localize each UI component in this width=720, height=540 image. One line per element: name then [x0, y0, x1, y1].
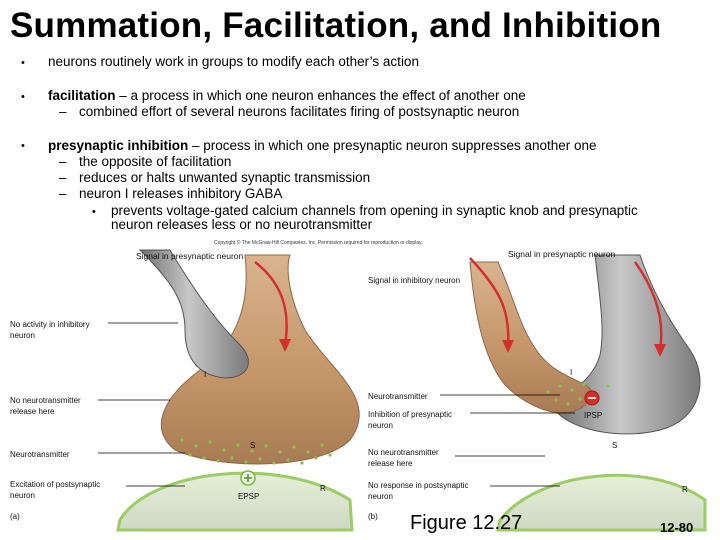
- bullet-3-text: presynaptic inhibition – process in whic…: [48, 138, 597, 154]
- bullet-2-rest: – a process in which one neuron enhances…: [115, 88, 526, 103]
- label-no-response-line-2: neuron: [368, 492, 393, 501]
- bullet-3-term: presynaptic inhibition: [48, 138, 189, 153]
- marker-i-right: I: [570, 368, 573, 377]
- label-epsp: EPSP: [238, 492, 260, 501]
- label-signal-presynaptic-left: Signal in presynaptic neuron: [136, 251, 244, 261]
- bullet-marker: •: [21, 140, 25, 152]
- bullet-3-subsub-1-line-1: prevents voltage-gated calcium channels …: [111, 203, 638, 218]
- label-no-activity-line-2: neuron: [10, 331, 35, 340]
- dash-marker: –: [59, 170, 67, 185]
- label-no-activity-line-1: No activity in inhibitory: [10, 320, 90, 329]
- signal-arrow-presynaptic: [469, 257, 510, 346]
- label-no-nt-release-left-2: release here: [10, 407, 55, 416]
- bullet-marker: •: [21, 57, 25, 69]
- dash-marker: –: [59, 104, 67, 119]
- bullet-2-sub-1: combined effort of several neurons facil…: [79, 104, 520, 119]
- page-number: 12-80: [660, 520, 694, 535]
- bullet-3-rest: – process in which one presynaptic neuro…: [188, 138, 597, 153]
- bullet-marker: •: [92, 206, 96, 218]
- marker-r-right: R: [682, 485, 688, 494]
- panel-label-b: (b): [368, 512, 378, 521]
- postsynaptic-membrane-right: [496, 473, 707, 532]
- label-inhibition-line-1: Inhibition of presynaptic: [368, 410, 453, 419]
- label-no-nt-release-left-1: No neurotransmitter: [10, 396, 81, 405]
- label-excitation-line-1: Excitation of postsynaptic: [10, 480, 101, 489]
- label-ipsp: IPSP: [584, 411, 603, 420]
- signal-arrow-inhibitory: [633, 261, 663, 351]
- label-inhibition-line-2: neuron: [368, 421, 393, 430]
- panel-label-a: (a): [10, 512, 20, 521]
- inhibitory-neuron: [138, 249, 249, 379]
- copyright-notice: Copyright © The McGraw-Hill Companies, I…: [214, 240, 423, 246]
- bullet-2-term: facilitation: [48, 88, 116, 103]
- page-title: Summation, Facilitation, and Inhibition: [10, 6, 662, 45]
- bullet-3-sub-1: the opposite of facilitation: [79, 154, 232, 169]
- label-no-response-line-1: No response in postsynaptic: [368, 481, 469, 490]
- label-excitation-line-2: neuron: [10, 491, 35, 500]
- inhibitory-neuron-right: [554, 254, 701, 435]
- dash-marker: –: [59, 154, 67, 169]
- postsynaptic-membrane: [116, 471, 354, 532]
- bullet-marker: •: [21, 91, 25, 103]
- label-no-nt-release-right-1: No neurotransmitter: [368, 448, 439, 457]
- marker-r-left: R: [320, 484, 326, 493]
- bullet-3-sub-3: neuron I releases inhibitory GABA: [79, 186, 283, 201]
- marker-s-right: S: [612, 441, 618, 450]
- label-neurotransmitter-right: Neurotransmitter: [368, 392, 428, 401]
- bullet-3-sub-2: reduces or halts unwanted synaptic trans…: [79, 170, 371, 185]
- marker-i-left: I: [204, 370, 207, 379]
- figure-caption: Figure 12.27: [410, 512, 523, 534]
- dash-marker: –: [59, 186, 67, 201]
- bullet-2-text: facilitation – a process in which one ne…: [48, 88, 526, 104]
- marker-s-left: S: [250, 441, 256, 450]
- label-no-nt-release-right-2: release here: [368, 459, 413, 468]
- label-neurotransmitter-left: Neurotransmitter: [10, 450, 70, 459]
- bullet-1-text: neurons routinely work in groups to modi…: [48, 54, 419, 69]
- bullet-3-subsub-1-line-2: neuron releases less or no neurotransmit…: [111, 217, 373, 232]
- label-signal-presynaptic-right: Signal in presynaptic neuron: [508, 249, 616, 259]
- neurotransmitter-dots-left: [180, 438, 332, 465]
- label-signal-inhibitory: Signal in inhibitory neuron: [368, 276, 461, 285]
- signal-arrow-left: [254, 261, 288, 346]
